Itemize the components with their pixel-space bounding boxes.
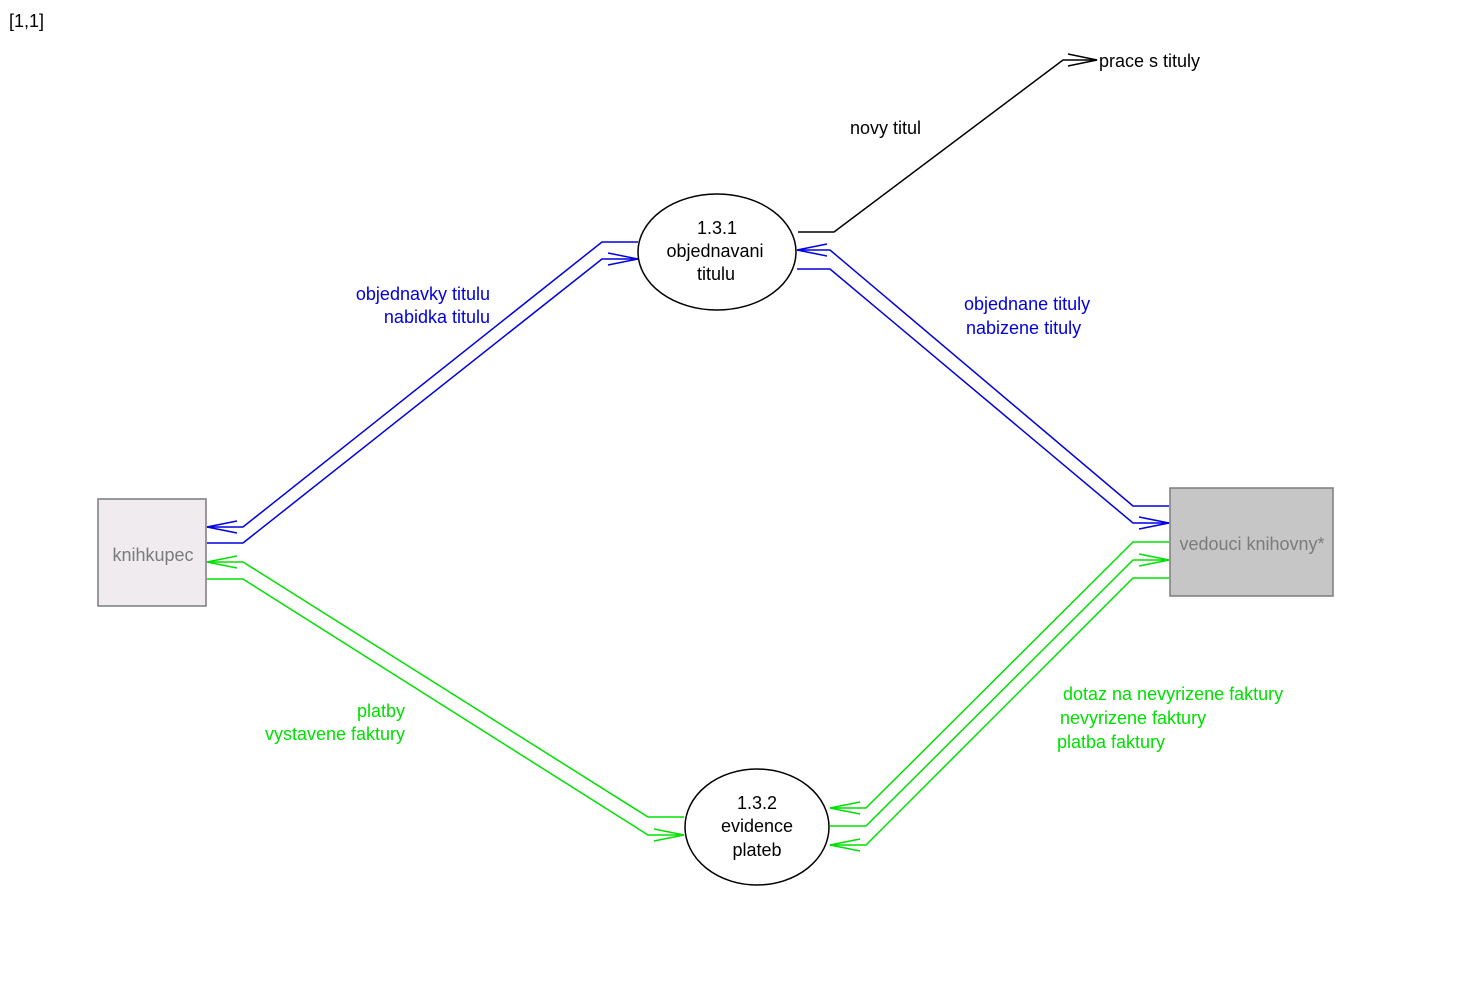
flow-label: dotaz na nevyrizene faktury <box>1063 684 1284 704</box>
process-name-line: titulu <box>697 264 735 284</box>
flow-arrowhead-to-objednavani-right <box>796 243 828 257</box>
flow-line-to-vedouci <box>797 268 1169 524</box>
flow-line-to-evidence <box>207 578 684 836</box>
flow-arrowhead-to-knihkupec-green <box>206 555 238 569</box>
flow-label: objednavky titulu <box>355 284 490 304</box>
flow-arrowhead-to-vedouci <box>1138 516 1170 530</box>
process-evidence-plateb[interactable]: 1.3.2 evidence plateb <box>684 768 830 886</box>
entity-label: vedouci knihovny* <box>1179 534 1324 554</box>
process-number: 1.3.2 <box>737 793 777 813</box>
process-name-line: objednavani <box>666 241 763 261</box>
process-name-line: evidence <box>721 816 793 836</box>
flow-label: nabidka titulu <box>383 307 490 327</box>
process-objednavani-titulu[interactable]: 1.3.1 objednavani titulu <box>637 193 797 311</box>
flow-vedouci-evidence <box>829 541 1170 852</box>
flow-line-platba-to-evidence <box>830 577 1169 846</box>
process-number: 1.3.1 <box>697 218 737 238</box>
process-ellipse <box>637 193 797 311</box>
external-target-label: prace s tituly <box>1099 51 1201 71</box>
entity-vedouci-knihovny[interactable]: vedouci knihovny* <box>1169 487 1334 597</box>
flow-knihkupec-evidence <box>206 555 685 842</box>
flow-label: platba faktury <box>1057 732 1166 752</box>
flow-label: nevyrizene faktury <box>1060 708 1207 728</box>
flow-labels-vedouci-objednavani: objednane tituly nabizene tituly <box>964 292 1090 340</box>
process-ellipse <box>684 768 830 886</box>
flow-line-to-objednavani <box>207 258 638 544</box>
entity-box <box>1169 487 1334 597</box>
entity-box <box>97 498 207 607</box>
flow-label: objednane tituly <box>964 294 1091 314</box>
flow-novy-titul <box>798 53 1098 233</box>
flow-labels-knihkupec-evidence: platby vystavene faktury <box>265 700 405 746</box>
flow-line-nevyrizene-to-vedouci <box>830 559 1169 827</box>
flow-arrowhead-dotaz <box>829 801 861 815</box>
flow-arrowhead-nevyrizene <box>1138 553 1170 567</box>
flow-line-novy-titul <box>798 59 1097 233</box>
flow-label-novy-titul: novy titul <box>850 118 922 138</box>
flow-label: nabizene tituly <box>966 318 1082 338</box>
process-name-line: plateb <box>732 840 781 860</box>
entity-knihkupec[interactable]: knihkupec <box>97 498 207 607</box>
flow-labels-knihkupec-objednavani: objednavky titulu nabidka titulu <box>356 283 490 329</box>
flow-arrowhead-to-evidence <box>653 828 685 842</box>
flow-vedouci-objednavani <box>796 243 1170 530</box>
flow-knihkupec-objednavani <box>206 241 639 544</box>
flow-arrowhead-to-knihkupec <box>206 520 238 534</box>
flow-arrowhead-novy-titul <box>1067 53 1098 67</box>
flow-line-to-knihkupec <box>207 241 638 528</box>
flow-label: platby <box>356 701 405 721</box>
flow-label: vystavene faktury <box>264 724 405 744</box>
flow-line-to-knihkupec-green <box>207 561 684 818</box>
page-label: [1,1] <box>9 11 45 31</box>
flow-line-dotaz-to-evidence <box>830 541 1169 809</box>
entity-label: knihkupec <box>112 545 193 565</box>
flow-arrowhead-platba <box>829 838 861 852</box>
flow-labels-vedouci-evidence: dotaz na nevyrizene faktury nevyrizene f… <box>1057 682 1283 754</box>
flow-line-to-objednavani-right <box>797 249 1169 507</box>
